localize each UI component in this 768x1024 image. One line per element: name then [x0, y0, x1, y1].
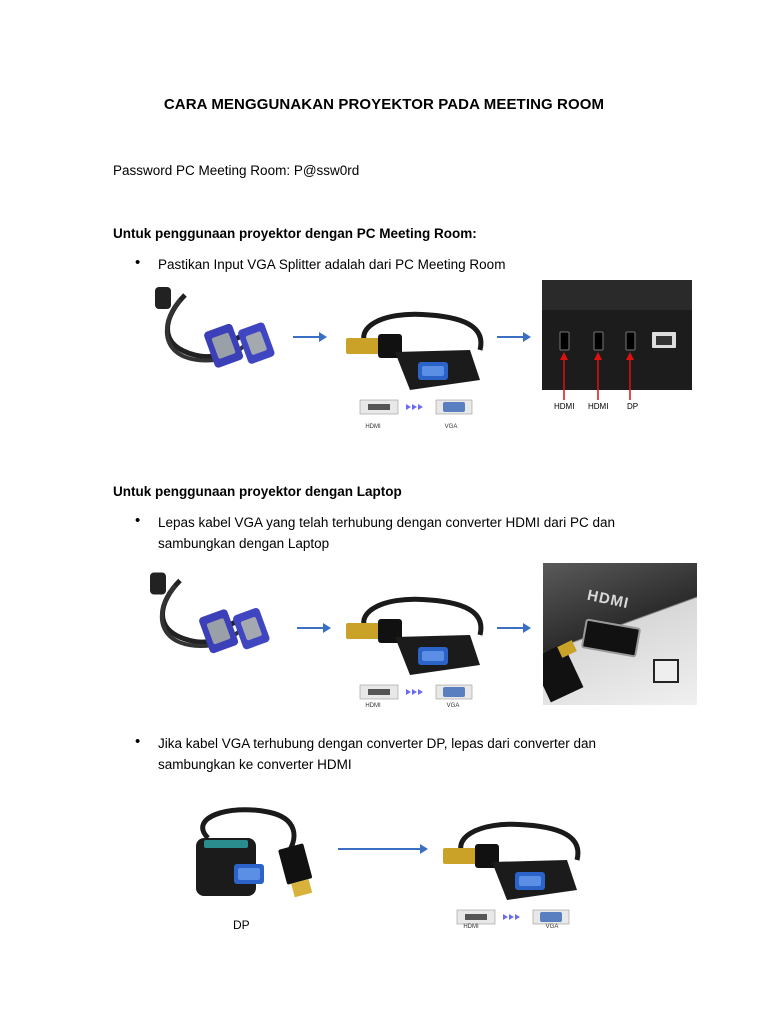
- arrow-icon: [497, 332, 531, 342]
- adapter-label-vga: VGA: [545, 924, 559, 930]
- vga-cable-image: [140, 568, 270, 683]
- adapter-label-hdmi: HDMI: [365, 424, 381, 430]
- hdmi-vga-adapter-image: [340, 290, 490, 420]
- hdmi-plug-tip-icon: [557, 640, 577, 658]
- hdmi-port-icon: [580, 618, 642, 658]
- section1-heading: Untuk penggunaan proyektor dengan PC Mee…: [113, 226, 477, 241]
- password-line: Password PC Meeting Room: P@ssw0rd: [113, 163, 360, 178]
- arrow-icon: [297, 623, 331, 633]
- pc-ports-image: [542, 280, 692, 390]
- section2-heading: Untuk penggunaan proyektor dengan Laptop: [113, 484, 402, 499]
- adapter-label-hdmi: HDMI: [463, 924, 479, 930]
- hdmi-vga-adapter-image: [340, 575, 490, 705]
- pointer-lines: [563, 390, 631, 400]
- port-label-hdmi-1: HDMI: [554, 402, 575, 411]
- usb-port-icon: [653, 659, 679, 683]
- page-title: CARA MENGGUNAKAN PROYEKTOR PADA MEETING …: [163, 96, 605, 113]
- bullet-dot: •: [135, 254, 141, 271]
- dp-vga-adapter-image: [196, 807, 313, 898]
- section2-bullet1: Lepas kabel VGA yang telah terhubung den…: [158, 515, 616, 551]
- port-label-dp: DP: [627, 402, 639, 411]
- arrow-icon: [497, 623, 531, 633]
- hdmi-vga-adapter-image: [437, 800, 587, 930]
- laptop-port-label: HDMI: [585, 586, 631, 613]
- adapter-label-hdmi: HDMI: [365, 703, 381, 709]
- adapter-label-vga: VGA: [446, 703, 460, 709]
- laptop-hdmi-port-image: HDMI: [543, 563, 697, 705]
- section2-bullet2: Jika kabel VGA terhubung dengan converte…: [158, 736, 597, 772]
- vga-cable-image: [145, 285, 275, 395]
- arrow-icon: [338, 844, 428, 854]
- dp-label: DP: [233, 918, 250, 932]
- bullet-dot: •: [135, 512, 141, 529]
- arrow-icon: [293, 332, 327, 342]
- bullet-dot: •: [135, 733, 141, 750]
- section1-bullet: Pastikan Input VGA Splitter adalah dari …: [158, 257, 506, 272]
- port-label-hdmi-2: HDMI: [588, 402, 609, 411]
- adapter-label-vga: VGA: [444, 424, 458, 430]
